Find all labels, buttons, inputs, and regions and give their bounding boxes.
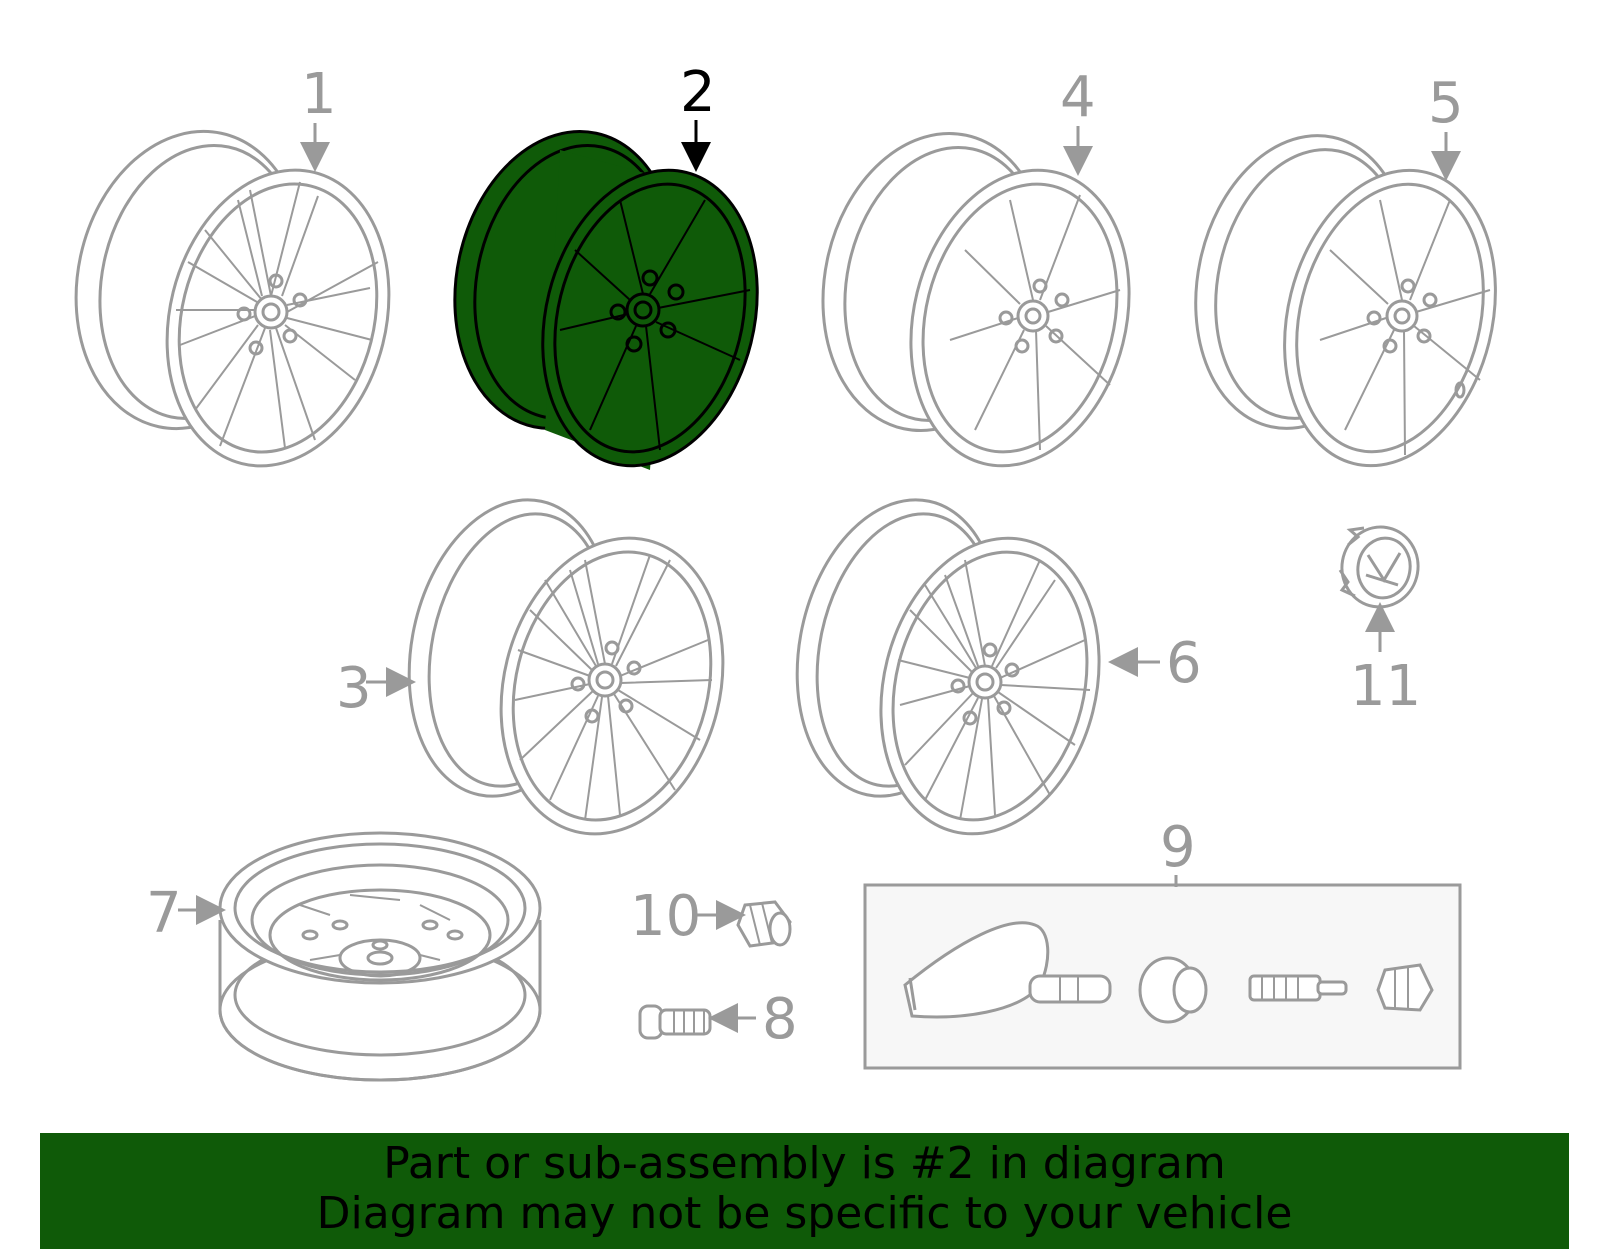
tpms-kit-box-9[interactable] xyxy=(863,883,1462,1070)
callout-1: 1 xyxy=(301,62,337,127)
wheel-2-highlighted[interactable] xyxy=(428,111,787,489)
banner-line-1: Part or sub-assembly is #2 in diagram xyxy=(383,1138,1226,1189)
wheel-3[interactable] xyxy=(383,481,753,858)
callout-10: 10 xyxy=(630,884,701,949)
banner-line-2: Diagram may not be specific to your vehi… xyxy=(316,1188,1293,1239)
callout-7: 7 xyxy=(146,881,182,946)
wheel-4[interactable] xyxy=(796,112,1159,489)
callout-9: 9 xyxy=(1160,815,1196,880)
center-cap-11[interactable] xyxy=(1336,521,1425,613)
callout-3: 3 xyxy=(336,656,372,721)
parts-diagram: 1 2 4 5 3 6 11 7 10 8 9 xyxy=(49,60,1526,1082)
valve-stem-8[interactable] xyxy=(638,1004,712,1040)
callout-2: 2 xyxy=(680,60,716,125)
info-banner: Part or sub-assembly is #2 in diagram Di… xyxy=(40,1133,1569,1249)
wheel-1[interactable] xyxy=(49,110,419,490)
leader-lines xyxy=(178,120,1461,1033)
callout-11: 11 xyxy=(1350,654,1421,719)
callout-8: 8 xyxy=(762,987,798,1052)
callout-6: 6 xyxy=(1166,631,1202,696)
wheel-6[interactable] xyxy=(771,481,1129,857)
callout-5: 5 xyxy=(1428,71,1464,136)
callout-4: 4 xyxy=(1060,65,1096,130)
wheel-5[interactable] xyxy=(1170,116,1526,489)
lug-nut-10[interactable] xyxy=(736,900,792,948)
spare-wheel-7[interactable] xyxy=(218,831,542,1082)
